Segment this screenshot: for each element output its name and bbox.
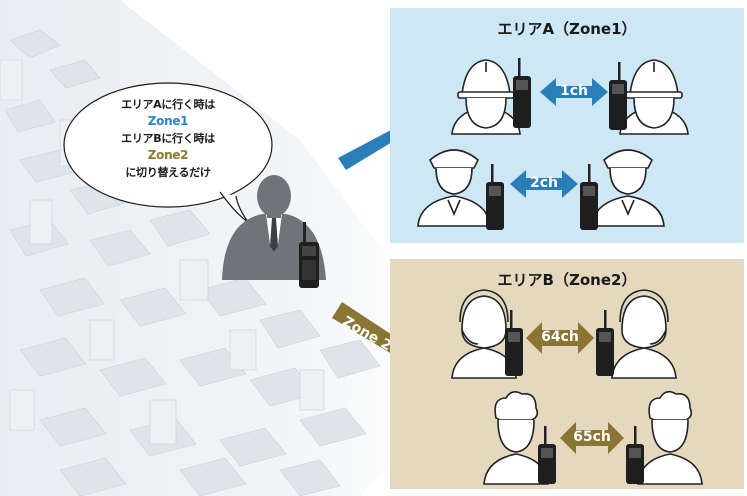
- channel-arrow: [540, 78, 608, 106]
- worker-icon: [451, 59, 521, 135]
- radio-icon: [505, 310, 523, 376]
- radio-icon: [538, 426, 556, 484]
- chef-icon: [483, 390, 549, 485]
- channel-label-65ch: 65ch: [573, 429, 611, 445]
- radio-icon: [626, 426, 644, 484]
- radio-icon: [609, 62, 627, 130]
- bubble-line-zone2: Zone2: [147, 148, 189, 162]
- police-officer-icon: [591, 149, 665, 227]
- headset-staff-icon: [611, 289, 677, 379]
- bubble-line-zone1: Zone1: [147, 114, 189, 128]
- channel-label-64ch: 64ch: [541, 329, 579, 345]
- bubble-line-area-b: エリアBに行く時は: [121, 132, 215, 145]
- channel-arrow: [510, 170, 578, 198]
- channel-label-1ch: 1ch: [559, 83, 588, 99]
- police-officer-icon: [417, 149, 491, 227]
- headset-staff-icon: [451, 289, 517, 379]
- radio-icon: [580, 164, 598, 230]
- area-a-title: エリアA（Zone1）: [497, 20, 637, 38]
- bubble-line-switch: に切り替えるだけ: [125, 166, 211, 179]
- radio-icon: [513, 58, 531, 128]
- radio-icon: [596, 310, 614, 376]
- speech-bubble: [63, 82, 273, 223]
- channel-label-2ch: 2ch: [529, 175, 558, 191]
- channel-arrow: [526, 322, 594, 354]
- area-b-title: エリアB（Zone2）: [497, 271, 637, 289]
- worker-icon: [619, 59, 689, 135]
- speaker-radio-icon: [299, 222, 319, 288]
- channel-arrow: [560, 422, 624, 454]
- chef-icon: [637, 390, 703, 485]
- bubble-line-area-a: エリアAに行く時は: [121, 98, 215, 111]
- area-b-panel: エリアB（Zone2）: [390, 259, 744, 489]
- speech-bubble-text: エリアAに行く時は Zone1 エリアBに行く時は Zone2 に切り替えるだけ: [92, 96, 244, 181]
- radio-icon: [486, 164, 504, 230]
